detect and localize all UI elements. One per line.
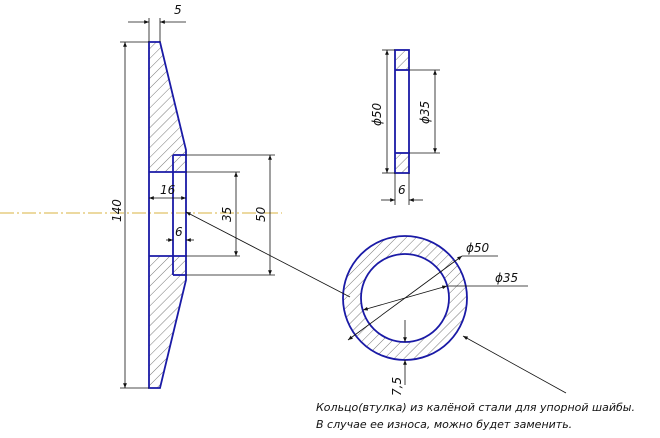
washer-body-hatch [149, 42, 186, 172]
dim-inner-diameter: 35 [186, 171, 240, 257]
washer-body-hatch-lower [149, 256, 186, 388]
dim-flange-thickness: 5 [128, 3, 186, 42]
dim-ring-wall: 7,5 [390, 320, 407, 396]
note-line-2: В случае ее износа, можно будет заменить… [316, 418, 573, 431]
dim-label-140: 140 [110, 199, 124, 222]
dim-washer-thickness: 6 [381, 173, 423, 205]
leader-line-ring [185, 211, 351, 298]
dim-label-6-side: 6 [398, 183, 406, 197]
dim-label-phi50-side: ϕ50 [370, 102, 384, 126]
dim-label-50: 50 [254, 206, 268, 222]
ring-section-lower [173, 256, 186, 275]
dim-ring-width: 6 [166, 225, 194, 242]
leader-line-note [462, 335, 567, 394]
note-line-1: Кольцо(втулка) из калёной стали для упор… [316, 401, 635, 414]
dim-overall-height: 140 [110, 41, 149, 389]
dim-washer-inner: ϕ35 [409, 69, 440, 154]
dim-bore-depth: 16 [149, 183, 186, 200]
washer-section-view [148, 41, 187, 389]
dim-label-5: 5 [174, 3, 182, 17]
dim-label-16: 16 [160, 183, 176, 197]
dim-label-phi35-ring: ϕ35 [495, 271, 518, 285]
dim-ring-outer: ϕ50 [347, 241, 498, 341]
dim-label-7-5: 7,5 [390, 377, 404, 396]
dim-label-phi35-side: ϕ35 [418, 101, 432, 124]
dim-outer-diameter: 50 [186, 154, 275, 276]
dim-label-35: 35 [220, 207, 234, 222]
dim-washer-outer: ϕ50 [370, 49, 395, 174]
ring-side-view [394, 49, 410, 174]
dim-label-phi50-ring: ϕ50 [466, 241, 490, 255]
dim-ring-inner: ϕ35 [362, 271, 528, 311]
ring-section-upper [173, 155, 186, 172]
dim-label-6: 6 [175, 225, 183, 239]
